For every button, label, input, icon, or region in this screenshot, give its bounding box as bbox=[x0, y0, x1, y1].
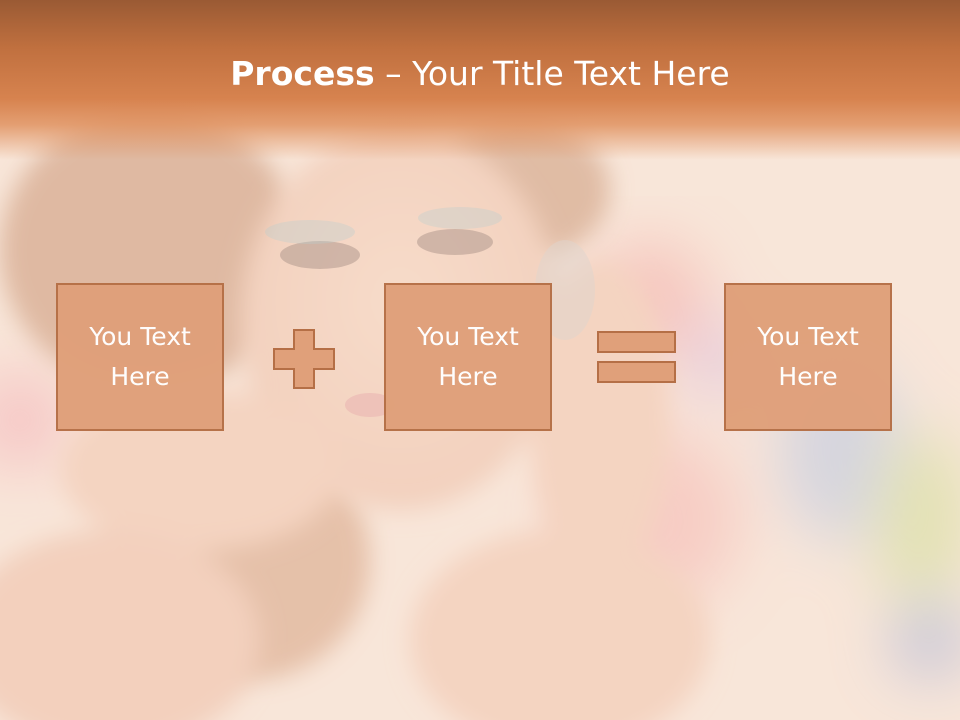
equals-icon bbox=[597, 331, 676, 383]
slide-title: Process – Your Title Text Here bbox=[0, 52, 960, 96]
process-box-2: You Text Here bbox=[384, 283, 552, 431]
title-rest: – Your Title Text Here bbox=[374, 54, 730, 93]
header-band bbox=[0, 0, 960, 160]
process-box-1-text: You Text Here bbox=[89, 322, 191, 391]
process-box-2-text: You Text Here bbox=[417, 322, 519, 391]
process-box-3-text: You Text Here bbox=[757, 322, 859, 391]
title-bold: Process bbox=[230, 54, 375, 93]
process-box-1: You Text Here bbox=[56, 283, 224, 431]
plus-icon bbox=[273, 329, 335, 389]
process-box-3: You Text Here bbox=[724, 283, 892, 431]
